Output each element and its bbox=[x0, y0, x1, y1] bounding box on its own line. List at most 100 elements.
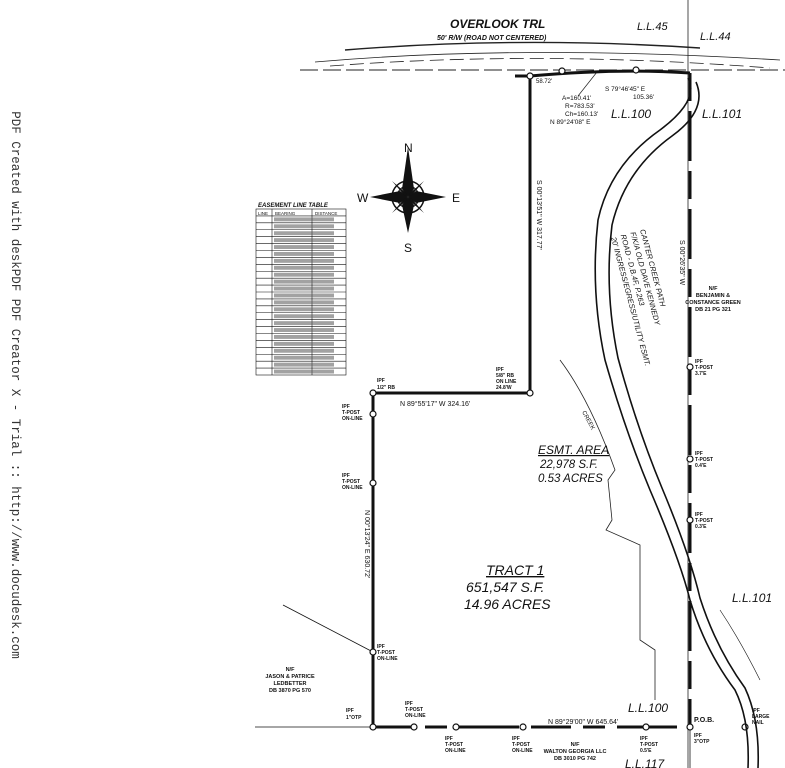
monument-label: ON-LINE bbox=[445, 748, 466, 754]
owner-west: N/F JASON & PATRICE LEDBETTER DB 3870 PG… bbox=[265, 667, 315, 694]
tract-sf: 651,547 S.F. bbox=[466, 579, 544, 595]
land-lot-101-top: L.L.101 bbox=[702, 107, 742, 121]
easement-line-table: EASEMENT LINE TABLE LINE BEARING DISTANC… bbox=[255, 203, 347, 376]
call-west-upper: S 00°13'51" W 317.77' bbox=[535, 180, 543, 250]
monument-label: T-POST bbox=[377, 650, 395, 656]
curve-arc: A=160.41' bbox=[562, 95, 591, 102]
table-cell-illegible bbox=[274, 355, 334, 360]
north-arrow-compass-icon bbox=[370, 147, 446, 233]
table-cell-illegible bbox=[274, 362, 334, 367]
road-name: OVERLOOK TRL bbox=[450, 17, 545, 31]
monument-labels: IPF 1/2" RB IPF 5/8" RB ON LINE 24.8'W I… bbox=[342, 359, 770, 754]
monument-label: 24.8'W bbox=[496, 385, 512, 391]
monument-label: IPF bbox=[695, 512, 703, 518]
compass-n: N bbox=[404, 141, 413, 155]
monument-label: 5/8" RB bbox=[496, 373, 514, 379]
esmt-area-title: ESMT. AREA bbox=[538, 443, 609, 457]
monument-label: T-POST bbox=[695, 518, 713, 524]
monument-label: LARGE bbox=[752, 714, 770, 720]
table-cell-illegible bbox=[274, 321, 334, 326]
monument-label: 3"OTP bbox=[694, 739, 710, 745]
easement-table-title: EASEMENT LINE TABLE bbox=[258, 203, 329, 209]
monument-label: ON LINE bbox=[496, 379, 517, 385]
owner-line: CONSTANCE GREEN bbox=[685, 300, 741, 306]
monument-label: T-POST bbox=[445, 742, 463, 748]
monument-label: IPF bbox=[405, 701, 413, 707]
easement-table-header-bearing: BEARING bbox=[275, 211, 296, 216]
easement-label: CANTER CREEK PATH F/K/A OLD DAVE KENNEDY… bbox=[609, 228, 668, 367]
pob-label: P.O.B. bbox=[694, 717, 714, 724]
monument-label: 0.3'E bbox=[695, 524, 707, 530]
owner-line: LEDBETTER bbox=[274, 681, 307, 687]
table-cell-illegible bbox=[274, 335, 334, 339]
tract-acres: 14.96 ACRES bbox=[464, 596, 551, 612]
call-bottom: N 89°29'00" W 645.64' bbox=[548, 718, 618, 726]
monument-label: IPF bbox=[512, 736, 520, 742]
esmt-area-sf: 22,978 S.F. bbox=[539, 459, 598, 471]
owner-line: DB 3870 PG 570 bbox=[269, 688, 311, 694]
owner-line: DB 21 PG 321 bbox=[695, 307, 731, 313]
table-cell-illegible bbox=[274, 328, 334, 332]
monument-label: ON-LINE bbox=[342, 485, 363, 491]
creek-label: CREEK bbox=[580, 410, 595, 431]
easement-table-header-line: LINE bbox=[258, 211, 268, 216]
land-lot-45: L.L.45 bbox=[637, 21, 668, 33]
top-call-bearing: S 79°46'45" E bbox=[605, 85, 646, 93]
monument-label: IPF bbox=[752, 708, 760, 714]
table-cell-illegible bbox=[274, 231, 334, 236]
land-lot-44: L.L.44 bbox=[700, 31, 731, 43]
monument-label: IPF bbox=[342, 473, 350, 479]
monument-label: T-POST bbox=[512, 742, 530, 748]
top-distance: 58.72' bbox=[536, 79, 552, 85]
call-middle: N 89°55'17" W 324.16' bbox=[400, 400, 470, 408]
table-cell-illegible bbox=[274, 286, 334, 291]
monument-label: 1"OTP bbox=[346, 715, 362, 721]
tract-title: TRACT 1 bbox=[486, 562, 544, 578]
compass-w: W bbox=[357, 191, 369, 205]
table-cell-illegible bbox=[274, 293, 334, 298]
owner-south: N/F WALTON GEORGIA LLC DB 3010 PG 742 bbox=[544, 742, 607, 762]
owner-line: BENJAMIN & bbox=[696, 293, 730, 299]
owner-line: N/F bbox=[709, 286, 719, 292]
call-east: S 00°26'35" W bbox=[678, 240, 686, 286]
monument-markers bbox=[369, 66, 749, 731]
land-lot-100-bottom: L.L.100 bbox=[628, 701, 668, 715]
monument-label: T-POST bbox=[695, 365, 713, 371]
land-lot-100-top: L.L.100 bbox=[611, 107, 651, 121]
curve-radius: R=783.53' bbox=[565, 103, 595, 110]
land-lot-117: L.L.117 bbox=[625, 757, 665, 768]
monument-label: 0.4'E bbox=[695, 463, 707, 469]
table-cell-illegible bbox=[274, 224, 334, 229]
compass-s: S bbox=[404, 241, 412, 255]
monument-label: T-POST bbox=[342, 410, 360, 416]
table-cell-illegible bbox=[274, 307, 334, 312]
table-cell-illegible bbox=[274, 369, 334, 374]
table-cell-illegible bbox=[274, 341, 334, 346]
owner-east: N/F BENJAMIN & CONSTANCE GREEN DB 21 PG … bbox=[685, 286, 741, 313]
owner-line: N/F bbox=[571, 742, 581, 748]
easement-table-header-distance: DISTANCE bbox=[315, 211, 337, 216]
table-cell-illegible bbox=[274, 348, 334, 353]
table-cell-illegible bbox=[274, 300, 334, 305]
monument-label: IPF bbox=[695, 359, 703, 365]
table-cell-illegible bbox=[274, 279, 334, 284]
curve-chord: Ch=160.13' bbox=[565, 111, 598, 118]
owner-line: N/F bbox=[286, 667, 296, 673]
table-cell-illegible bbox=[274, 258, 334, 263]
creek-line bbox=[559, 359, 656, 700]
esmt-area-acres: 0.53 ACRES bbox=[538, 473, 603, 485]
compass-e: E bbox=[452, 191, 460, 205]
monument-label: IPF bbox=[445, 736, 453, 742]
road-row: 50' R/W (ROAD NOT CENTERED) bbox=[437, 35, 547, 42]
monument-label: ON-LINE bbox=[377, 656, 398, 662]
monument-label: IPF bbox=[695, 451, 703, 457]
monument-label: T-POST bbox=[695, 457, 713, 463]
table-cell-illegible bbox=[274, 238, 334, 243]
monument-label: ON-LINE bbox=[405, 713, 426, 719]
monument-label: 0.5'E bbox=[640, 748, 652, 754]
tract-boundary bbox=[255, 69, 692, 768]
monument-label: ON-LINE bbox=[512, 748, 533, 754]
overlook-trail-road bbox=[300, 0, 785, 768]
owner-line: JASON & PATRICE bbox=[265, 674, 315, 680]
